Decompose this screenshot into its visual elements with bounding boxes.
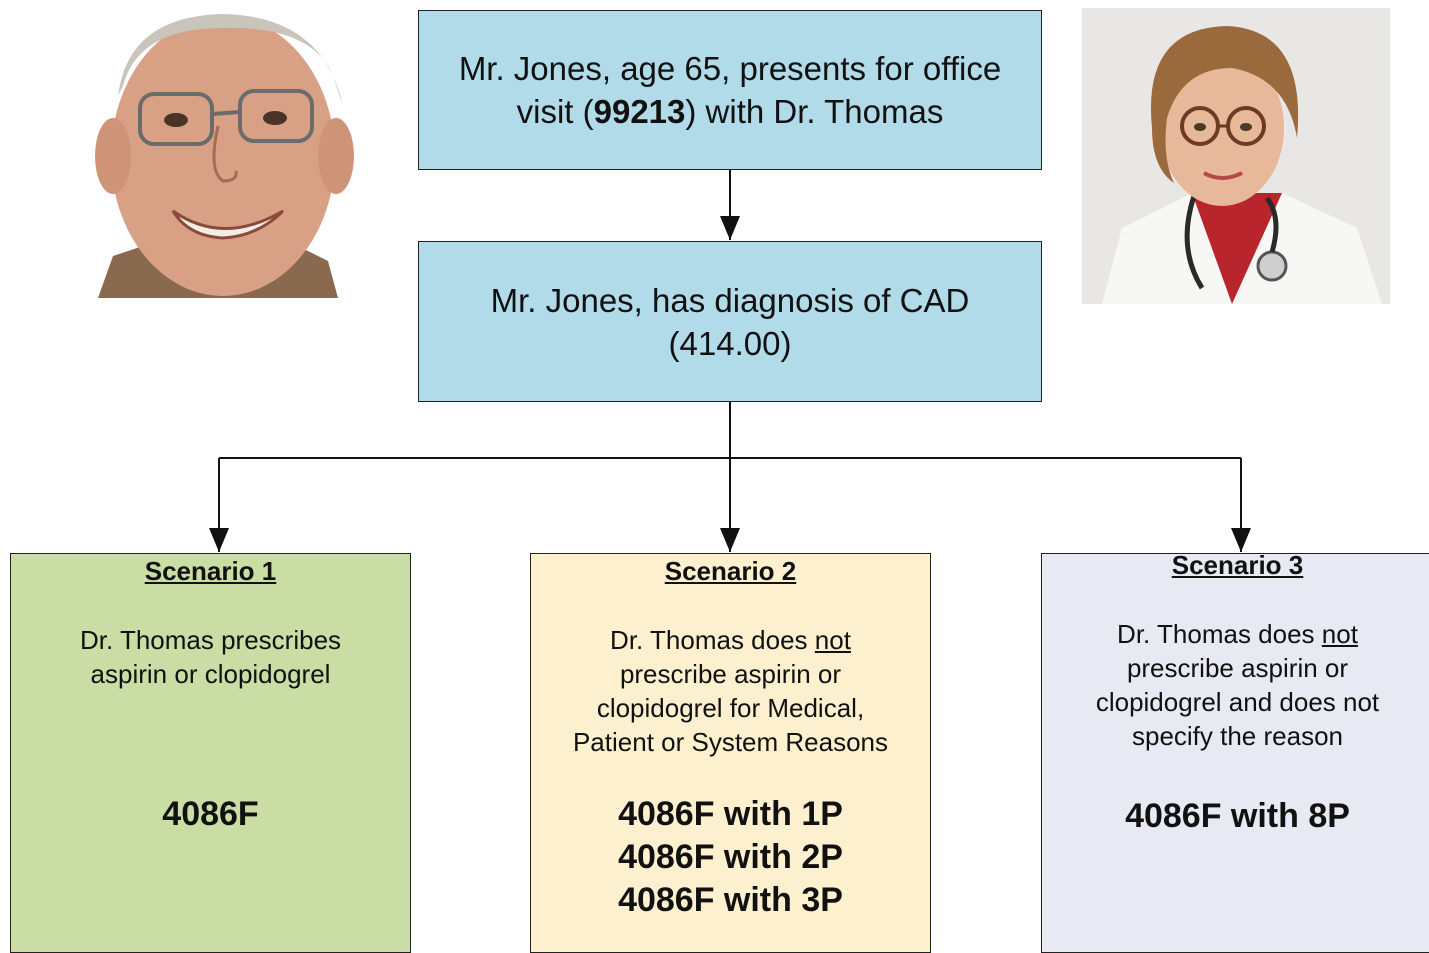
visit-line-2-prefix: visit ( bbox=[516, 93, 594, 130]
scenario-3-desc-line: Dr. Thomas does not bbox=[1096, 617, 1379, 651]
scenario-2-desc-prefix: Dr. Thomas does bbox=[610, 625, 815, 655]
scenario-3-desc-line: specify the reason bbox=[1131, 721, 1343, 751]
arrowhead-scenario-1 bbox=[209, 528, 229, 552]
scenario-2-desc-line: clopidogrel for Medical, bbox=[596, 693, 865, 723]
scenario-1-title: Scenario 1 bbox=[144, 556, 277, 586]
arrowhead-scenario-2 bbox=[720, 528, 740, 552]
visit-line-1: Mr. Jones, age 65, presents for office bbox=[458, 50, 1002, 87]
visit-line-2-suffix: ) with Dr. Thomas bbox=[685, 93, 944, 130]
scenario-2-desc-line: Dr. Thomas does not bbox=[573, 623, 888, 657]
scenario-3-not-emphasis: not bbox=[1321, 619, 1358, 649]
visit-code: 99213 bbox=[593, 93, 686, 130]
scenario-1-box: Scenario 1 Dr. Thomas prescribes aspirin… bbox=[10, 553, 411, 953]
scenario-1-desc-line: Dr. Thomas prescribes bbox=[79, 625, 342, 655]
scenario-3-desc-prefix: Dr. Thomas does bbox=[1117, 619, 1322, 649]
scenario-2-description: Dr. Thomas does not prescribe aspirin or… bbox=[573, 623, 888, 759]
scenario-2-title: Scenario 2 bbox=[664, 556, 797, 586]
scenario-3-box: Scenario 3 Dr. Thomas does not prescribe… bbox=[1041, 550, 1429, 953]
scenario-3-desc-line: prescribe aspirin or bbox=[1126, 653, 1349, 683]
scenario-3-title: Scenario 3 bbox=[1171, 550, 1304, 580]
scenario-2-code: 4086F with 3P bbox=[618, 881, 843, 919]
patient-photo bbox=[58, 6, 380, 298]
scenario-3-description: Dr. Thomas does not prescribe aspirin or… bbox=[1096, 617, 1379, 753]
scenario-3-desc-line: clopidogrel and does not bbox=[1095, 687, 1380, 717]
scenario-1-desc-line: aspirin or clopidogrel bbox=[90, 659, 331, 689]
scenario-1-code: 4086F bbox=[162, 795, 259, 833]
scenario-2-codes: 4086F with 1P 4086F with 2P 4086F with 3… bbox=[618, 793, 843, 922]
arrowhead-visit-to-diagnosis bbox=[720, 216, 740, 240]
visit-box: Mr. Jones, age 65, presents for office v… bbox=[418, 10, 1042, 170]
scenario-2-desc-line: prescribe aspirin or bbox=[619, 659, 842, 689]
doctor-photo bbox=[1082, 8, 1390, 304]
diagnosis-box: Mr. Jones, has diagnosis of CAD (414.00) bbox=[418, 241, 1042, 402]
scenario-2-code: 4086F with 1P bbox=[618, 795, 843, 833]
diagnosis-code: (414.00) bbox=[668, 324, 792, 362]
scenario-2-desc-line: Patient or System Reasons bbox=[572, 727, 889, 757]
scenario-1-description: Dr. Thomas prescribes aspirin or clopido… bbox=[80, 623, 341, 691]
scenario-2-box: Scenario 2 Dr. Thomas does not prescribe… bbox=[530, 553, 931, 953]
scenario-2-code: 4086F with 2P bbox=[618, 838, 843, 876]
diagnosis-line-1: Mr. Jones, has diagnosis of CAD bbox=[490, 281, 970, 319]
scenario-3-code: 4086F with 8P bbox=[1125, 797, 1350, 835]
arrowhead-scenario-3 bbox=[1231, 528, 1251, 552]
scenario-2-not-emphasis: not bbox=[814, 625, 851, 655]
visit-line-2: visit (99213) with Dr. Thomas bbox=[517, 90, 944, 133]
